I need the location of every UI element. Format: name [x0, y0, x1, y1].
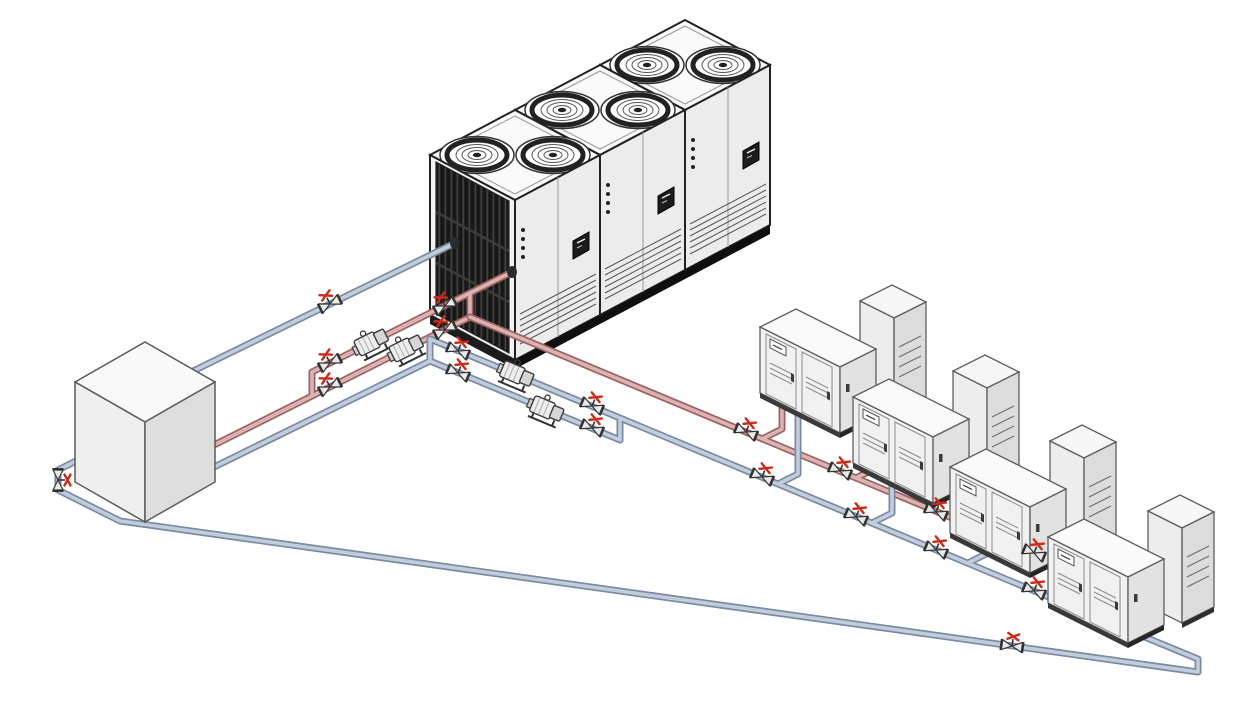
pipe-flange [450, 237, 460, 249]
pipe-flange [507, 266, 517, 278]
buffer-tank [73, 341, 217, 524]
valve-icon [999, 630, 1026, 655]
